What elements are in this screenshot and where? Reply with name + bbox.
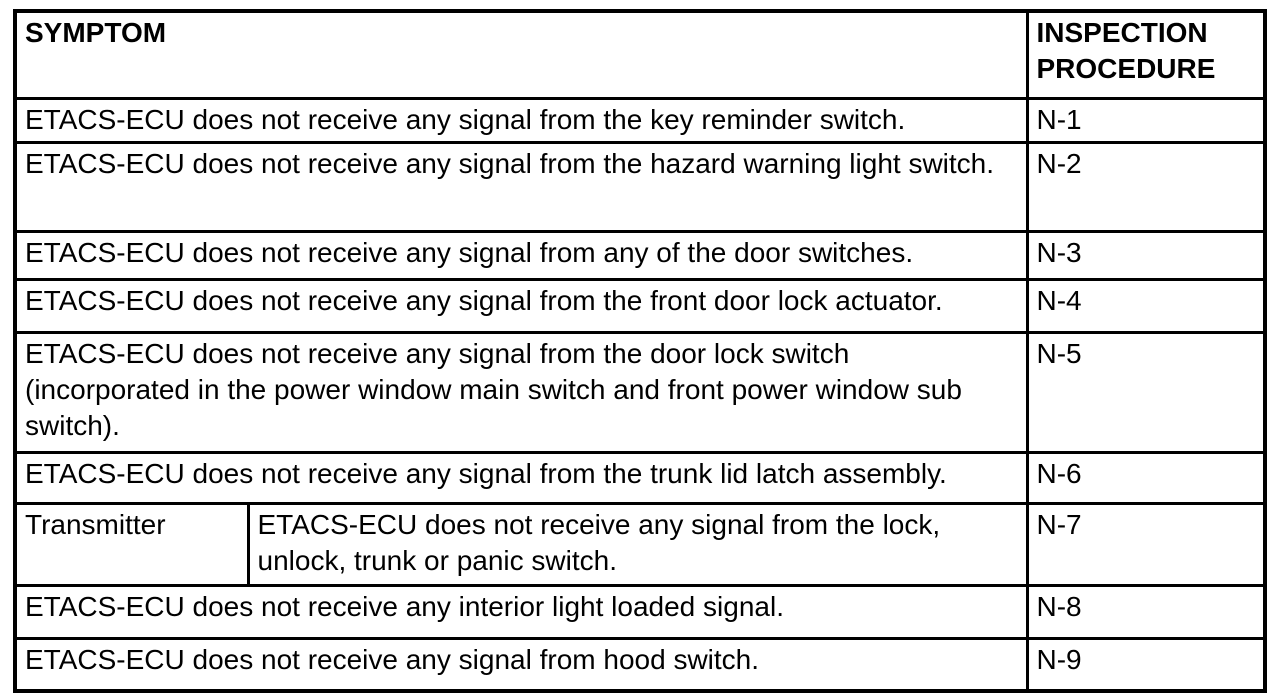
symptom-cell: ETACS-ECU does not receive any signal fr… [13,229,1029,281]
procedure-cell: N-8 [1025,583,1267,640]
symptom-cell: ETACS-ECU does not receive any signal fr… [13,277,1029,334]
procedure-cell: N-9 [1025,636,1267,693]
symptom-inspection-table: SYMPTOM INSPECTION PROCEDURE ETACS-ECU d… [13,9,1267,693]
table-row: ETACS-ECU does not receive any signal fr… [13,96,1267,144]
symptom-cell: ETACS-ECU does not receive any signal fr… [13,140,1029,233]
table-row: ETACS-ECU does not receive any signal fr… [13,450,1267,505]
symptom-cell: ETACS-ECU does not receive any signal fr… [13,330,1029,454]
table-row: Transmitter ETACS-ECU does not receive a… [13,501,1267,587]
table-row: ETACS-ECU does not receive any signal fr… [13,140,1267,233]
symptom-cell: ETACS-ECU does not receive any signal fr… [13,636,1029,693]
symptom-cell: ETACS-ECU does not receive any signal fr… [246,501,1029,587]
procedure-cell: N-3 [1025,229,1267,281]
symptom-cell: ETACS-ECU does not receive any interior … [13,583,1029,640]
symptom-cell: ETACS-ECU does not receive any signal fr… [13,450,1029,505]
table-row: ETACS-ECU does not receive any signal fr… [13,277,1267,334]
inspection-procedure-column-header: INSPECTION PROCEDURE [1025,9,1267,100]
procedure-cell: N-5 [1025,330,1267,454]
header-row: SYMPTOM INSPECTION PROCEDURE [13,9,1267,100]
procedure-cell: N-4 [1025,277,1267,334]
transmitter-group-cell: Transmitter [13,501,250,587]
procedure-cell: N-6 [1025,450,1267,505]
table-row: ETACS-ECU does not receive any signal fr… [13,229,1267,281]
table-row: ETACS-ECU does not receive any interior … [13,583,1267,640]
table-row: ETACS-ECU does not receive any signal fr… [13,330,1267,454]
procedure-cell: N-7 [1025,501,1267,587]
procedure-cell: N-2 [1025,140,1267,233]
procedure-cell: N-1 [1025,96,1267,144]
table-row: ETACS-ECU does not receive any signal fr… [13,636,1267,693]
symptom-cell: ETACS-ECU does not receive any signal fr… [13,96,1029,144]
symptom-column-header: SYMPTOM [13,9,1029,100]
